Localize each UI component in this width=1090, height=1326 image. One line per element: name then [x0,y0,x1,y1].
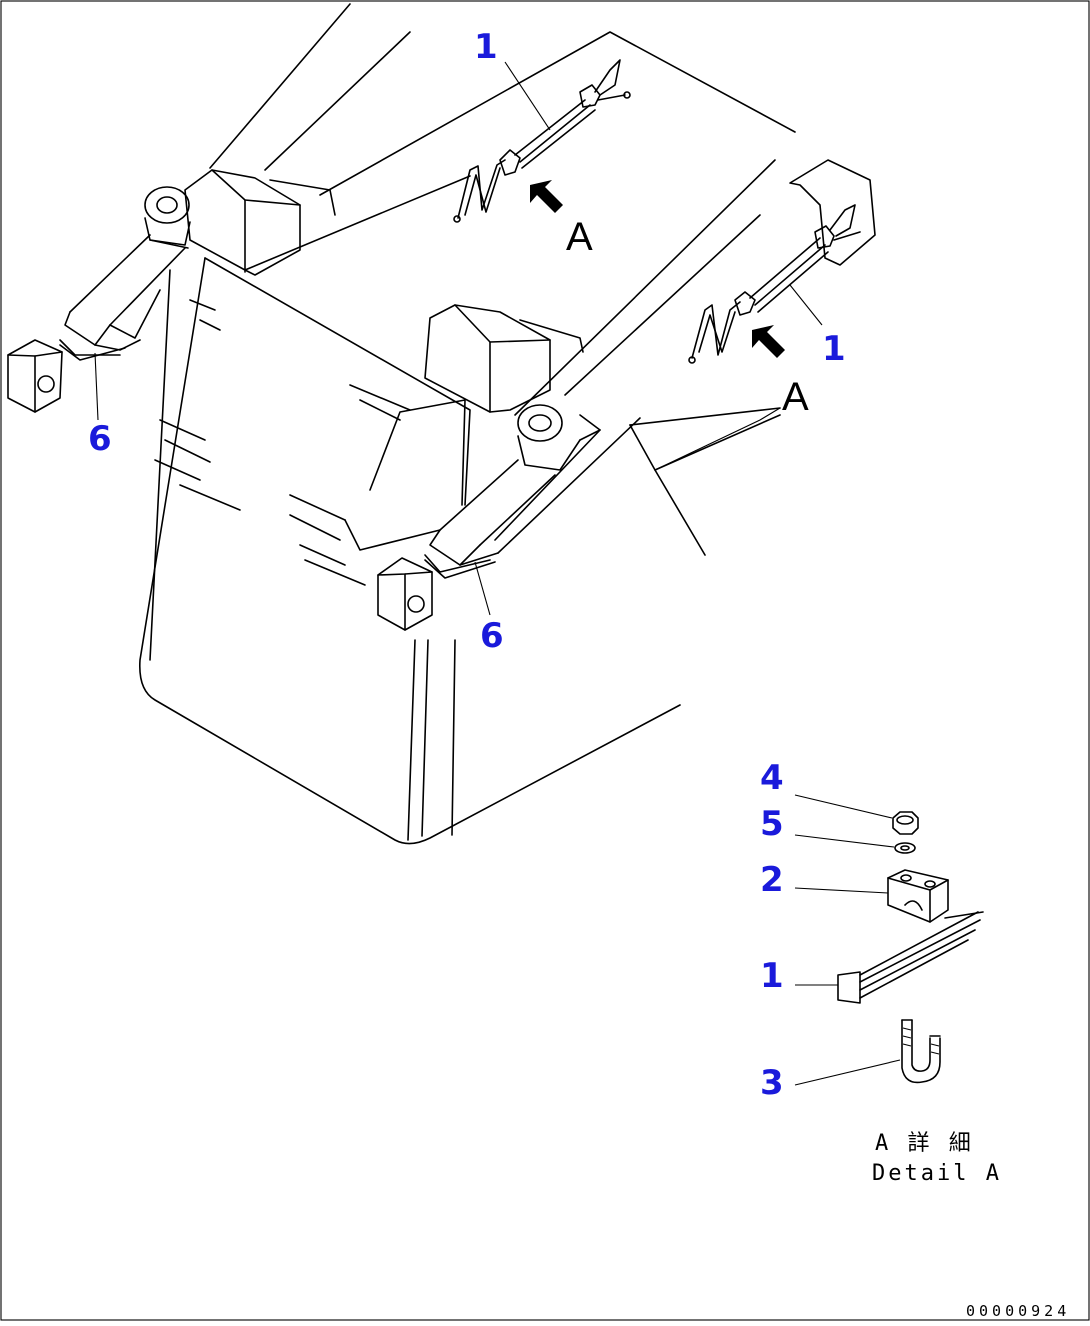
document-id: 00000924 [966,1302,1070,1320]
callout-1-detail: 1 [760,956,784,996]
clamp-block-part [794,869,949,923]
harness-part [795,911,984,1004]
detail-caption-en: Detail A [872,1161,1002,1186]
callout-6-center: 6 [480,616,504,656]
center-cylinder [377,404,641,631]
view-arrow-right-icon [752,325,785,358]
left-cylinder [7,186,191,421]
view-marker-a-right: A [782,375,809,419]
top-harness [453,59,631,223]
callout-2-detail: 2 [760,860,784,900]
callout-4-detail: 4 [760,758,784,798]
view-arrow-top-icon [530,180,563,213]
center-guard-block [424,304,584,413]
view-marker-a-top: A [566,215,593,259]
callout-3-detail: 3 [760,1063,784,1103]
callout-6-left: 6 [88,419,112,459]
callout-1-top: 1 [474,27,498,67]
detail-caption-jp: A 詳 細 [875,1131,974,1156]
left-guard-block [184,169,336,276]
u-bolt-part [794,1019,941,1086]
nut-part [794,794,919,835]
detail-a [794,794,984,1086]
callout-5-detail: 5 [760,804,784,844]
right-harness [654,204,861,471]
callout-1-right: 1 [822,329,846,369]
washer-part [794,834,916,854]
machine-body [138,3,876,845]
